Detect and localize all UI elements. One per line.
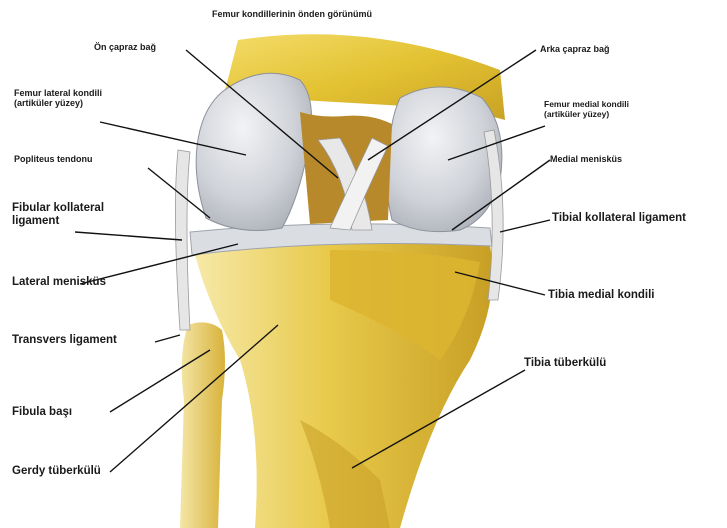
label-arka-capraz-bag: Arka çapraz bağ: [540, 44, 610, 54]
label-on-capraz-bag: Ön çapraz bağ: [94, 42, 156, 52]
label-femur-medial-kondili: Femur medial kondili (artiküler yüzey): [544, 100, 629, 120]
label-femur-lateral-kondili: Femur lateral kondili (artiküler yüzey): [14, 88, 102, 109]
label-fibula-basi: Fibula başı: [12, 406, 72, 419]
label-popliteus-tendonu: Popliteus tendonu: [14, 154, 93, 164]
fibula-bone: [180, 322, 225, 528]
label-transvers-ligament: Transvers ligament: [12, 334, 117, 347]
label-tibia-medial-kondili: Tibia medial kondili: [548, 289, 655, 302]
label-tibia-tuberkulu: Tibia tüberkülü: [524, 357, 606, 370]
label-fibular-kollateral-ligament: Fibular kollateral ligament: [12, 202, 104, 228]
label-gerdy-tuberkulu: Gerdy tüberkülü: [12, 465, 101, 478]
label-medial-meniskus: Medial menisküs: [550, 154, 622, 164]
label-tibial-kollateral-ligament: Tibial kollateral ligament: [552, 212, 686, 225]
label-lateral-meniskus: Lateral menisküs: [12, 276, 106, 289]
femur-lateral-condyle: [196, 73, 311, 230]
femur-medial-condyle: [386, 87, 501, 232]
diagram-title: Femur kondillerinin önden görünümü: [212, 9, 372, 19]
